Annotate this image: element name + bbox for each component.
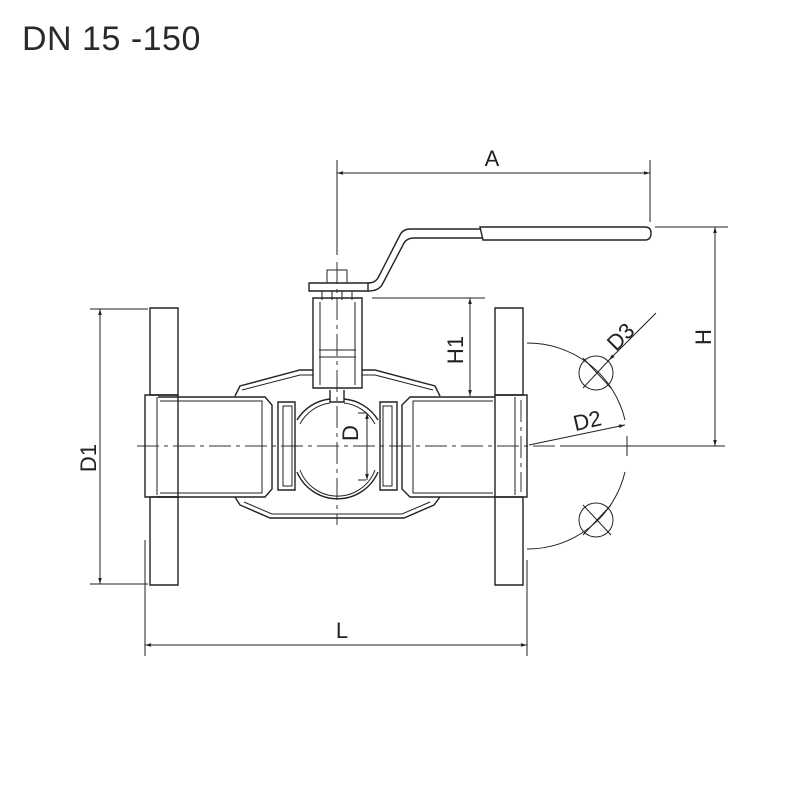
dimension-d: D [338, 412, 369, 481]
label-a: A [485, 146, 500, 171]
ball [296, 390, 379, 500]
stem-housing [308, 269, 369, 389]
lever-handle [367, 226, 652, 292]
drawing-title: DN 15 -150 [22, 20, 201, 58]
bolt-circle-view: D2 D3 [526, 312, 657, 550]
bolt-hole-lower [578, 502, 614, 538]
dimension-h: H [655, 226, 728, 446]
dimension-h1: H1 [372, 297, 485, 396]
valve-housing [234, 369, 441, 519]
dimension-l: L [144, 540, 528, 656]
label-d1: D1 [76, 444, 101, 472]
label-d: D [338, 425, 363, 441]
label-d3: D3 [602, 318, 640, 356]
label-h: H [691, 329, 716, 345]
pipe-body [158, 396, 495, 498]
label-h1: H1 [443, 336, 468, 364]
label-l: L [336, 618, 348, 643]
bolt-hole-upper [578, 355, 614, 391]
seats [277, 401, 398, 491]
label-d2: D2 [571, 405, 604, 436]
dimension-d1: D1 [76, 308, 148, 585]
right-flange [494, 307, 528, 586]
dimension-a: A [336, 146, 651, 255]
